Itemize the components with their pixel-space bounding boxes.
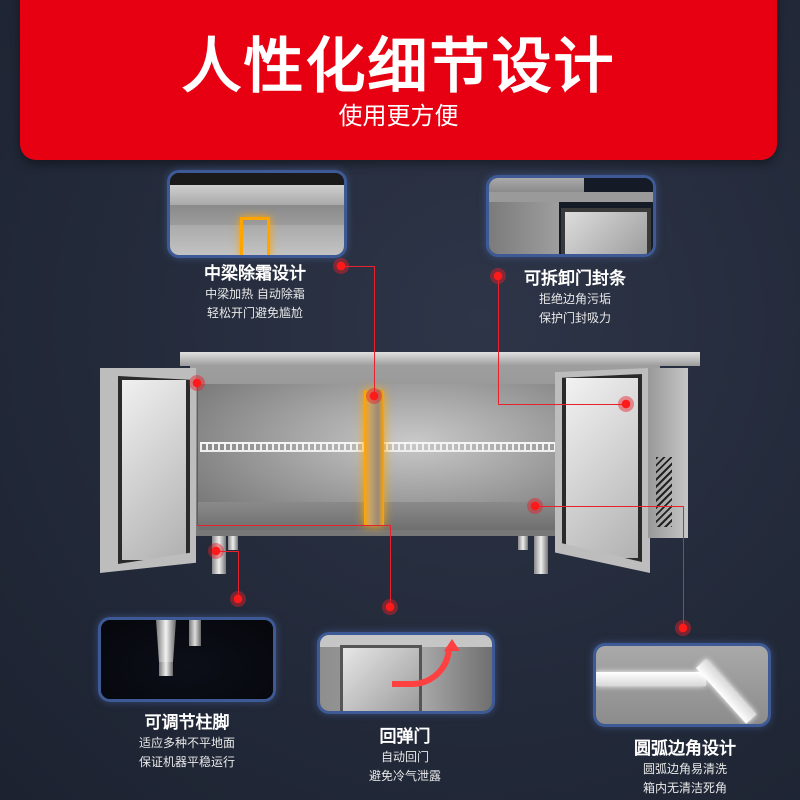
pointer-line: [341, 266, 375, 267]
center-beam-highlight: [364, 390, 384, 526]
feature-desc: 箱内无清洁死角: [642, 781, 727, 795]
pointer-line: [498, 404, 626, 405]
feature-image-rounded-corners: [593, 643, 771, 727]
pointer-line: [216, 551, 238, 552]
feature-desc: 轻松开门避免尴尬: [206, 306, 303, 320]
feature-title: 可拆卸门封条: [524, 269, 626, 289]
feature-image-rebound-door: [317, 632, 495, 714]
feature-image-door-seal: [486, 175, 656, 257]
pointer-line: [197, 383, 198, 525]
undercounter-fridge-image: [100, 352, 700, 582]
pointer-line: [238, 551, 239, 599]
pointer-dot: [189, 375, 205, 391]
feature-center-beam: 中梁除霜设计 中梁加热 自动除霜 轻松开门避免尴尬: [180, 263, 330, 323]
feature-door-seal: 可拆卸门封条 拒绝边角污垢 保护门封吸力: [500, 268, 650, 328]
feature-desc: 中梁加热 自动除霜: [205, 287, 305, 301]
feature-rebound-door: 回弹门 自动回门 避免冷气泄露: [330, 726, 480, 786]
feature-title: 回弹门: [379, 727, 431, 747]
feature-rounded-corners: 圆弧边角设计 圆弧边角易清洗 箱内无清洁死角: [610, 738, 760, 798]
feature-adjustable-feet: 可调节柱脚 适应多种不平地面 保证机器平稳运行: [112, 712, 262, 772]
feature-image-adjustable-feet: [98, 617, 276, 702]
pointer-line: [197, 525, 390, 526]
pointer-dot: [382, 599, 398, 615]
pointer-line: [374, 266, 375, 396]
feature-desc: 保证机器平稳运行: [138, 755, 235, 769]
defrost-beam-highlight: [240, 217, 270, 255]
feature-desc: 适应多种不平地面: [138, 736, 235, 750]
page-subtitle: 使用更方便: [338, 102, 459, 130]
pointer-line: [390, 525, 391, 607]
pointer-dot: [490, 268, 506, 284]
header-banner: 人性化细节设计 使用更方便: [20, 0, 777, 160]
pointer-line: [683, 506, 684, 628]
feature-desc: 保护门封吸力: [538, 311, 611, 325]
page-title: 人性化细节设计: [181, 32, 616, 102]
vent-grille: [656, 457, 672, 527]
feature-desc: 拒绝边角污垢: [538, 292, 611, 306]
pointer-dot: [527, 498, 543, 514]
feature-title: 圆弧边角设计: [634, 739, 736, 759]
pointer-dot: [230, 591, 246, 607]
feature-desc: 圆弧边角易清洗: [642, 762, 727, 776]
feature-image-center-beam: [167, 170, 347, 258]
pointer-dot: [618, 396, 634, 412]
pointer-dot: [675, 620, 691, 636]
feature-desc: 避免冷气泄露: [368, 769, 441, 783]
feature-title: 可调节柱脚: [144, 713, 230, 733]
pointer-line: [535, 506, 683, 507]
pointer-dot: [208, 543, 224, 559]
pointer-line: [498, 276, 499, 404]
feature-desc: 自动回门: [380, 750, 429, 764]
pointer-dot: [366, 388, 382, 404]
pointer-dot: [333, 258, 349, 274]
feature-title: 中梁除霜设计: [204, 264, 306, 284]
